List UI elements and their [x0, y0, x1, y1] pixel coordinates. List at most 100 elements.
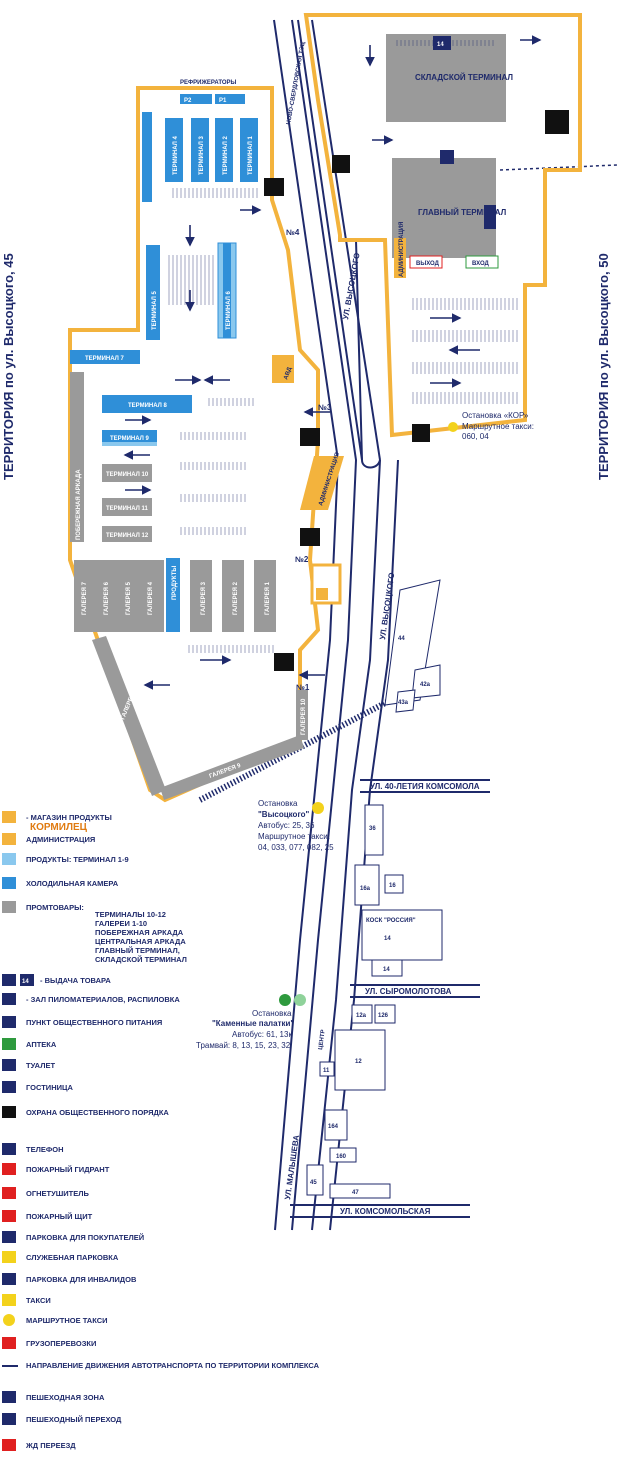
parking-areas	[166, 40, 518, 653]
vys-stop-taxi: Маршрутное такси:	[258, 832, 330, 841]
legend-item-label: ТАКСИ	[26, 1296, 51, 1305]
gallery-5-label: ГАЛЕРЕЯ 5	[126, 581, 132, 615]
issue-number-box	[20, 974, 34, 986]
legend-item-label: АДМИНИСТРАЦИЯ	[26, 835, 95, 844]
security-box	[300, 428, 320, 446]
block-12	[334, 1029, 386, 1091]
main-terminal-label: ГЛАВНЫЙ ТЕРМИНАЛ	[418, 208, 507, 217]
railway-crossing-icon	[2, 1439, 16, 1451]
block-47	[329, 1183, 391, 1199]
block-16a	[354, 864, 380, 906]
terminal-9-label: ТЕРМИНАЛ 9	[110, 436, 150, 442]
entrance-block	[465, 255, 499, 269]
avd-label: АВД	[283, 366, 293, 381]
vys-stop-title: Остановка	[258, 799, 298, 808]
kor-stop-title: Остановка «КОР»	[462, 411, 529, 420]
hotel-icon	[2, 1081, 16, 1093]
block-11	[319, 1061, 335, 1077]
legend-item-label: ПАРКОВКА ДЛЯ ПОКУПАТЕЛЕЙ	[26, 1233, 144, 1242]
block-14b	[371, 959, 403, 977]
block-14b-label: 14	[383, 967, 390, 973]
goods-issue-icon	[2, 974, 16, 986]
gallery-1-block	[254, 560, 276, 632]
block-14-label: 14	[384, 936, 391, 942]
legend-item-label: - ЗАЛ ПИЛОМАТЕРИАЛОВ, РАСПИЛОВКА	[26, 995, 180, 1004]
galleries-row: ПРОДУКТЫ ГАЛЕРЕЯ 7 ГАЛЕРЕЯ 6 ГАЛЕРЕЯ 5 Г…	[74, 558, 276, 632]
legend-item-label: ПАРКОВКА ДЛЯ ИНВАЛИДОВ	[26, 1275, 137, 1284]
cold-storage-strip	[142, 112, 152, 202]
kam-stop-bus: Автобус: 61, 13к	[232, 1030, 292, 1039]
territory-right-label: ТЕРРИТОРИЯ по ул. Высоцкого, 50	[596, 253, 611, 480]
minibus-icon-kor	[448, 422, 458, 432]
terminal-7-label: ТЕРМИНАЛ 7	[85, 356, 125, 362]
bus-stop-icon-1	[279, 994, 291, 1006]
main-admin-label: АДМИНИСТРАЦИЯ	[399, 222, 405, 277]
main-admin-block	[394, 238, 406, 278]
industrial-item: ГЛАВНЫЙ ТЕРМИНАЛ,	[95, 946, 180, 955]
extinguisher-icon	[2, 1187, 16, 1199]
security-box-right-1	[545, 110, 569, 134]
gallery-9-block	[160, 735, 304, 800]
terminal-5-block	[146, 245, 160, 340]
legend-item-label: ПРОДУКТЫ: ТЕРМИНАЛ 1-9	[26, 855, 129, 864]
gallery-4-label: ГАЛЕРЕЯ 4	[148, 581, 154, 615]
gallery-2-block	[222, 560, 244, 632]
legend-item-sub: КОРМИЛЕЦ	[30, 822, 88, 833]
gallery-10-block	[296, 690, 308, 740]
block-164	[324, 1109, 348, 1141]
refrigerators-label: РЕФРИЖЕРАТОРЫ	[180, 80, 237, 86]
terminal-7-block	[70, 350, 140, 364]
road-network	[273, 19, 490, 1231]
boundary-line	[499, 164, 618, 171]
fridge-r1	[215, 94, 245, 104]
legend-item-label: ПУНКТ ОБЩЕСТВЕННОГО ПИТАНИЯ	[26, 1018, 162, 1027]
legend-item-label: ГРУЗОПЕРЕВОЗКИ	[26, 1339, 96, 1348]
fridge-r2-label: Р2	[184, 98, 192, 104]
entry-1-label: №1	[296, 683, 310, 692]
terminal-12-block	[102, 526, 152, 542]
parking-service-icon	[2, 1251, 16, 1263]
terminal-6-core	[223, 243, 231, 338]
block-44-label: 44	[398, 636, 405, 642]
city-blocks	[306, 579, 443, 1199]
legend-item-label: - МАГАЗИН ПРОДУКТЫ	[26, 813, 112, 822]
block-164-label: 164	[328, 1124, 339, 1130]
legend-item-label: ПРОМТОВАРЫ:	[26, 903, 84, 912]
legend-item-label: ХОЛОДИЛЬНАЯ КАМЕРА	[26, 879, 119, 888]
block-126	[374, 1004, 396, 1024]
arcade-block	[70, 372, 84, 542]
vys-stop-routes: 04, 033, 077, 082, 25	[258, 843, 334, 852]
block-44	[384, 579, 441, 706]
block-43a-label: 43а	[398, 700, 409, 706]
street-komsomolskaya: УЛ. КОМСОМОЛЬСКАЯ	[340, 1207, 431, 1216]
terminal-2-label: ТЕРМИНАЛ 2	[223, 135, 229, 175]
block-42a	[411, 664, 441, 699]
terminal-9-core	[102, 430, 157, 442]
arcade-label: ПОБЕРЕЖНАЯ АРКАДА	[76, 469, 82, 540]
taxi-icon	[2, 1294, 16, 1306]
terminal-11-label: ТЕРМИНАЛ 11	[106, 506, 149, 512]
legend-item-label: ТЕЛЕФОН	[26, 1145, 64, 1154]
right-complex-boundary	[303, 13, 582, 438]
gallery-11-block	[92, 636, 166, 796]
industrial-list: ТЕРМИНАЛЫ 10-12 ГАЛЕРЕИ 1-10 ПОБЕРЕЖНАЯ …	[95, 910, 187, 964]
phone-icon	[2, 1143, 16, 1155]
galleries-4-7-block	[74, 560, 164, 632]
entry-4-label: №4	[286, 228, 300, 237]
legend-item-label: ПЕШЕХОДНЫЙ ПЕРЕХОД	[26, 1415, 122, 1424]
traffic-arrows	[123, 35, 542, 690]
terminal-3-block	[191, 118, 209, 182]
issue-number: 14	[22, 979, 29, 985]
gallery-1-label: ГАЛЕРЕЯ 1	[265, 581, 271, 615]
avd-block	[272, 355, 294, 383]
fridge-r1-label: Р1	[219, 98, 227, 104]
kor-stop-routes: 060, 04	[462, 432, 489, 441]
legend-item-label: ГОСТИНИЦА	[26, 1083, 73, 1092]
legend-item-label: ОХРАНА ОБЩЕСТВЕННОГО ПОРЯДКА	[26, 1108, 169, 1117]
street-40-komsomola: УЛ. 40-ЛЕТИЯ КОМСОМОЛА	[370, 782, 480, 791]
pharmacy-icon	[2, 1038, 16, 1050]
admin-block	[300, 456, 344, 510]
block-11-label: 11	[323, 1068, 330, 1074]
